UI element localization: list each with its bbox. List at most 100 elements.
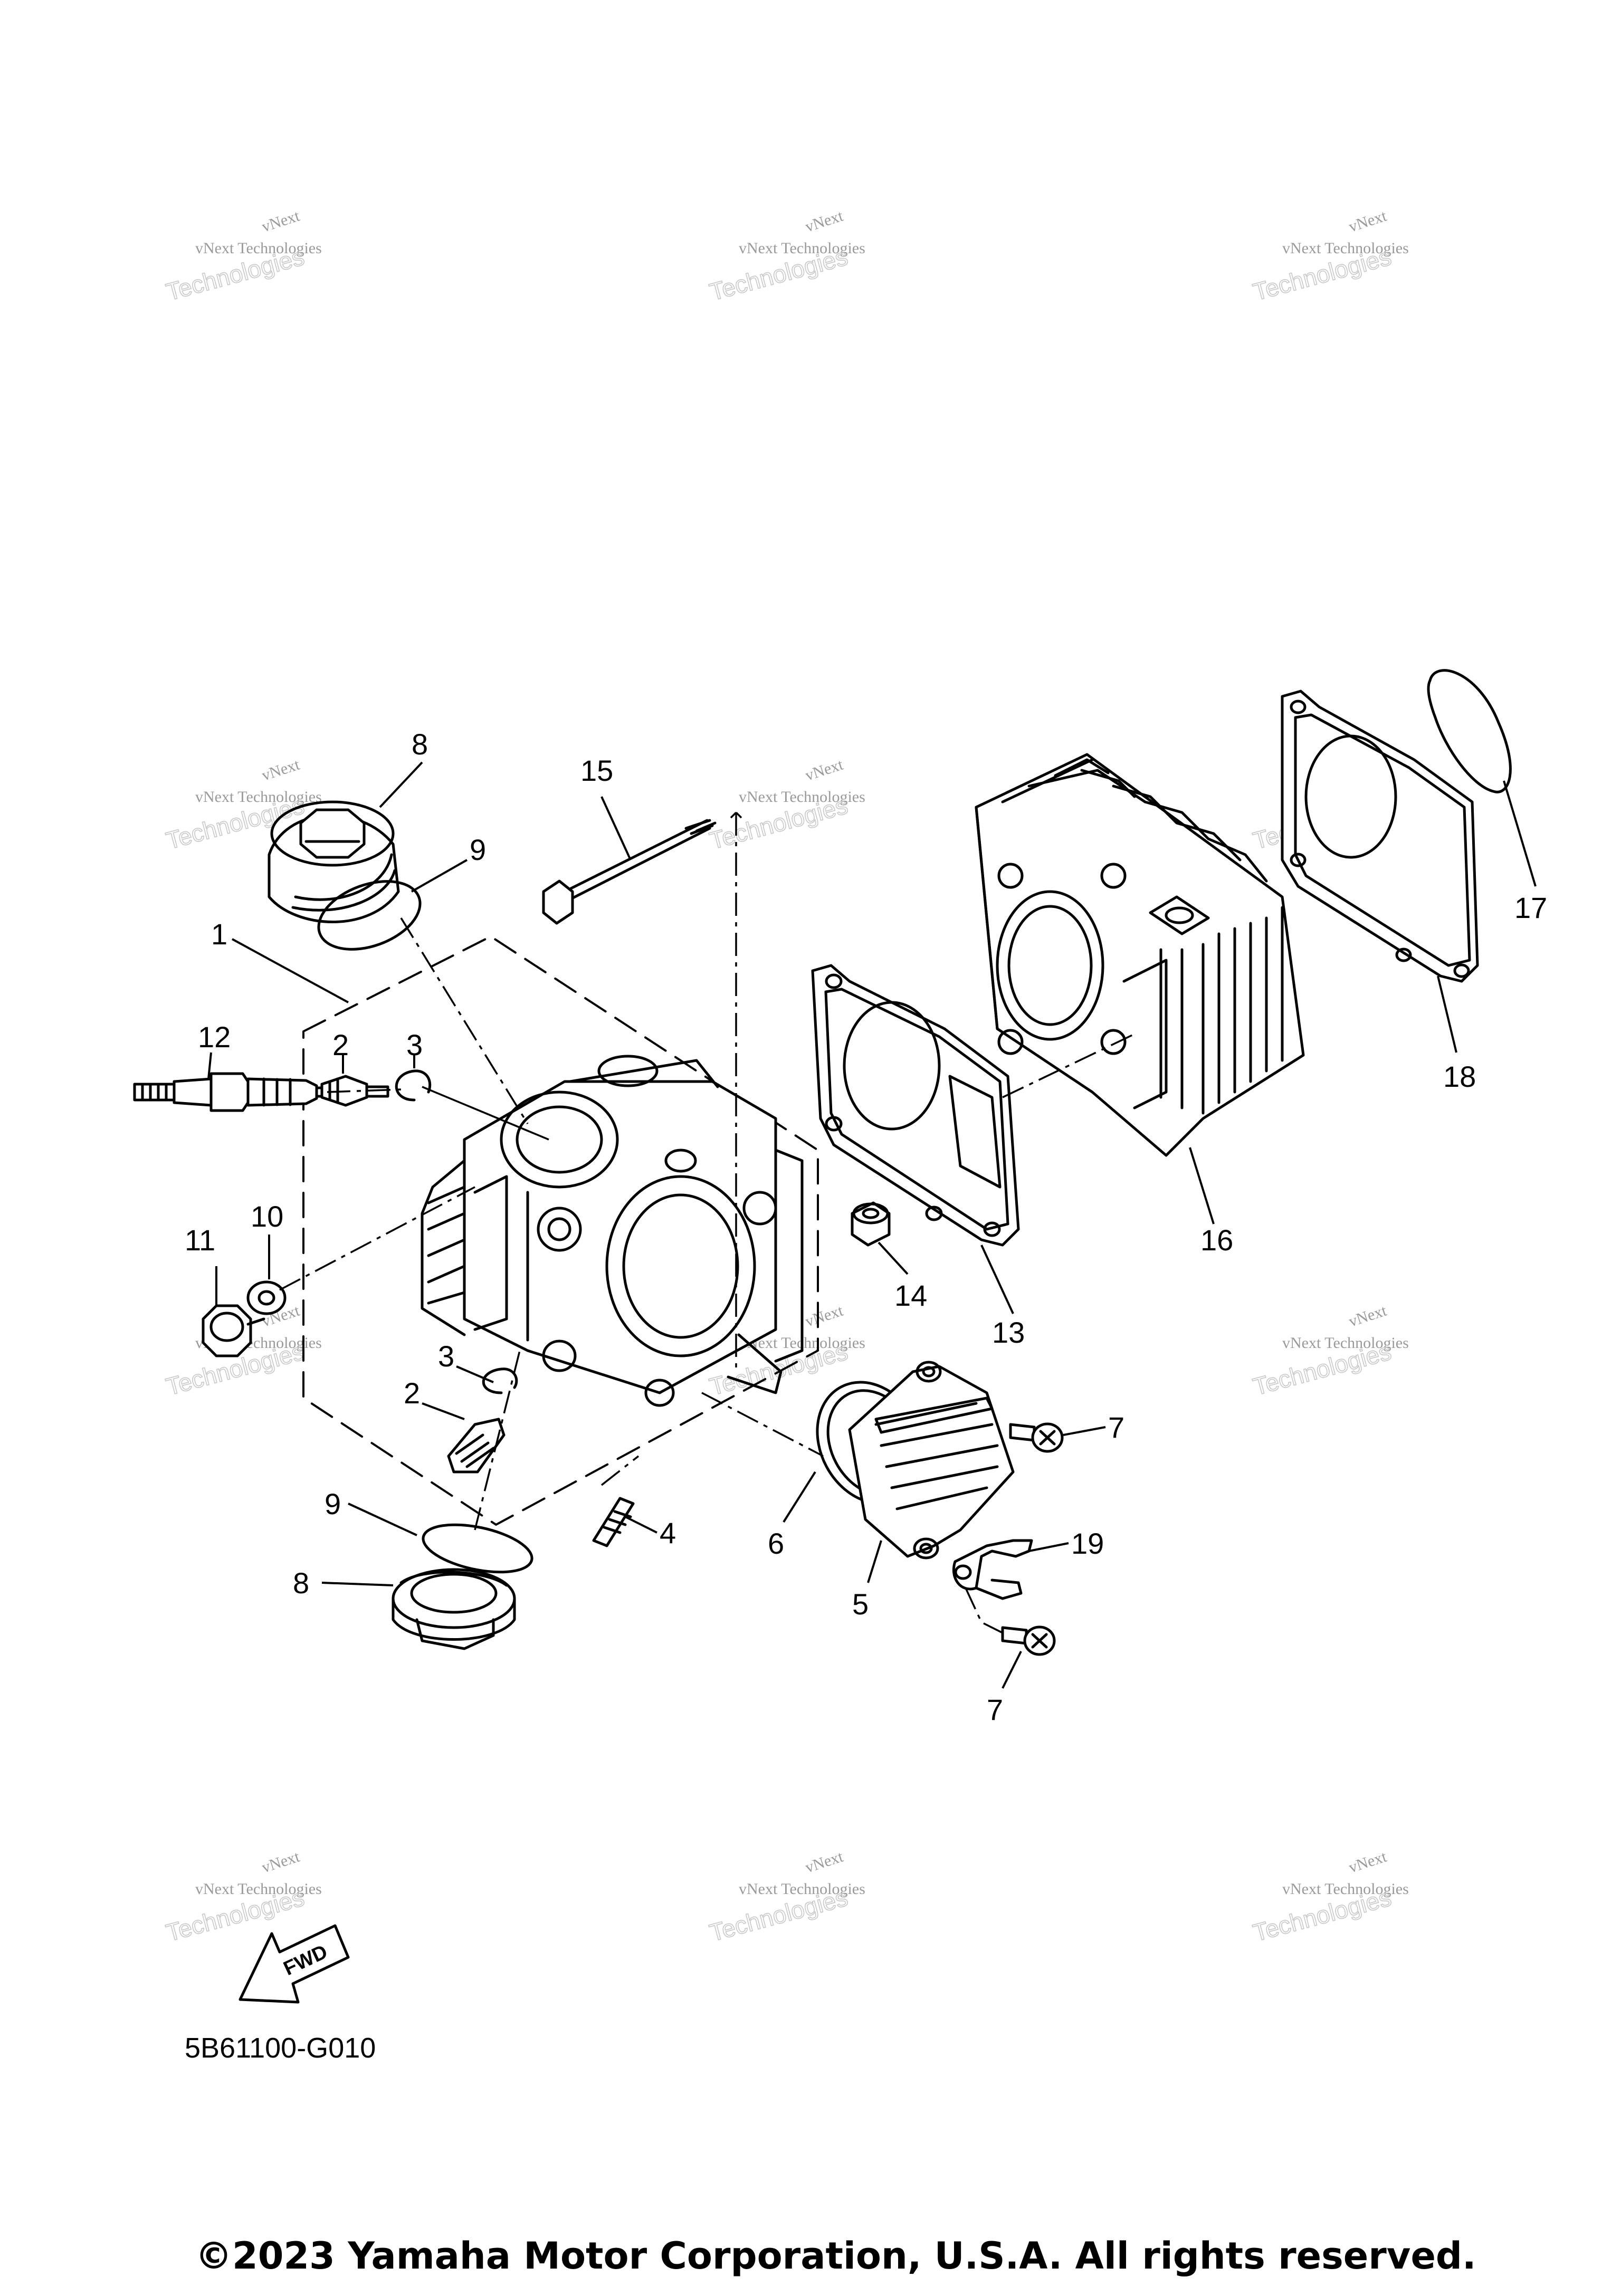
watermark-lower-right: vNext vNext Technologies Technologies [1250,1302,1409,1401]
screw-upper-part [1009,1422,1064,1453]
watermark-bottom-right: vNext vNext Technologies Technologies [1250,1848,1409,1947]
watermark-top-right: vNext vNext Technologies Technologies [1250,207,1409,306]
callout-4: 4 [660,1516,676,1549]
spark-plug-part [133,1072,329,1112]
watermark-text-vnext-technologies: vNext Technologies [1282,240,1409,257]
center-line-cylinder [1002,1033,1135,1098]
watermark-text-vnext: vNext [803,755,846,784]
callout-15: 15 [580,754,613,787]
leader-line-9-top [411,859,468,893]
center-line-clamp-screw [965,1587,1003,1634]
watermark-text-vnext: vNext [1347,1302,1389,1330]
tappet-adjuster-lower-part [447,1418,506,1474]
leader-line-12 [207,1052,212,1079]
callout-16: 16 [1200,1223,1233,1257]
callout-2-bottom: 2 [404,1376,420,1410]
watermark-bottom-center: vNext vNext Technologies Technologies [706,1848,865,1947]
watermark-text-vnext-technologies: vNext Technologies [739,1880,865,1898]
callout-2-top: 2 [332,1028,349,1061]
callout-17: 17 [1514,891,1547,924]
watermark-text-vnext: vNext [803,1302,846,1330]
leader-line-7-bottom [1002,1651,1022,1689]
leader-line-5 [867,1540,882,1583]
center-line-washer [279,1186,475,1291]
watermark-text-vnext-technologies: vNext Technologies [739,788,865,806]
o-ring-lower-part [422,1523,533,1574]
leader-line-17 [1503,780,1537,887]
leader-line-2-bottom [422,1402,465,1420]
watermark-text-vnext-technologies: vNext Technologies [1282,1880,1409,1898]
callout-14: 14 [894,1279,927,1312]
watermark-text-vnext-technologies: vNext Technologies [739,240,865,257]
watermark-text-vnext-technologies: vNext Technologies [195,1880,322,1898]
watermark-text-vnext-technologies: vNext Technologies [195,240,322,257]
plug-bolt-part [202,1304,265,1357]
watermark-text-vnext: vNext [260,1848,302,1876]
center-line-dowel [600,1455,640,1486]
leader-line-16 [1189,1147,1215,1224]
callout-1: 1 [211,917,227,951]
side-cover-part [848,1361,1015,1560]
o-ring-upper-part [317,880,422,951]
valve-cap-upper-part [268,800,400,923]
callout-18: 18 [1443,1060,1476,1093]
watermark-mid-center: vNext vNext Technologies Technologies [706,755,865,855]
center-line-cover [701,1392,824,1457]
callout-5: 5 [852,1587,869,1621]
washer-part [246,1280,287,1315]
fwd-arrow-icon [239,1924,350,2004]
watermark-text-vnext-technologies: vNext Technologies [195,788,322,806]
cylinder-head-gasket-part [811,964,1020,1247]
dowel-part [851,1201,891,1247]
cylinder-head-part [421,1055,804,1407]
leader-line-4 [625,1516,657,1534]
leader-line-13 [980,1245,1014,1314]
leader-line-7-top [1063,1426,1106,1436]
clip-lower-part [482,1367,518,1394]
bolt-part [542,819,717,925]
center-line-spark-plug [327,1088,402,1093]
watermark-text-vnext: vNext [1347,207,1389,235]
leader-line-15 [600,796,632,860]
callout-3-top: 3 [406,1028,423,1061]
screw-lower-part [1001,1625,1056,1656]
o-ring-cylinder-part [1427,669,1512,793]
leader-line-3-bottom [456,1365,494,1383]
watermark-top-left: vNext vNext Technologies Technologies [163,207,322,306]
clip-upper-part [395,1069,432,1102]
leader-line-8-bottom [321,1582,394,1586]
clamp-part [952,1539,1033,1600]
leader-line-9-bottom [348,1503,417,1536]
watermark-text-vnext: vNext [803,207,846,235]
copyright-footer: ©2023 Yamaha Motor Corporation, U.S.A. A… [195,2234,1476,2278]
callout-12: 12 [198,1020,231,1054]
leader-line-14 [878,1241,909,1275]
callout-11: 11 [185,1223,215,1257]
leader-line-6 [783,1471,816,1523]
callout-9-top: 9 [470,833,486,866]
cylinder-gasket-part [1281,690,1479,983]
callout-7-top: 7 [1108,1411,1124,1444]
spark-plug-guide-line [422,1086,549,1141]
leader-line-18 [1437,975,1457,1053]
callout-13: 13 [992,1316,1025,1349]
watermark-text-vnext: vNext [1347,1848,1389,1876]
callout-8-top: 8 [412,728,428,761]
watermark-text-vnext: vNext [803,1848,846,1876]
watermark-text-vnext: vNext [260,755,302,784]
center-line-valve-cap-lower [474,1350,521,1530]
cylinder-part [975,753,1305,1157]
bolt-bracket-line [730,811,742,819]
watermark-text-vnext-technologies: vNext Technologies [1282,1334,1409,1352]
callout-10: 10 [251,1200,283,1233]
callout-8-bottom: 8 [293,1566,309,1600]
watermark-text-vnext: vNext [260,207,302,235]
callout-19: 19 [1071,1527,1104,1560]
callout-9-bottom: 9 [325,1487,341,1520]
callout-6: 6 [768,1527,784,1560]
leader-line-19 [1028,1542,1069,1552]
watermark-top-center: vNext vNext Technologies Technologies [706,207,865,306]
dowel-pin-part [592,1497,635,1547]
valve-cap-lower-part [392,1568,516,1650]
